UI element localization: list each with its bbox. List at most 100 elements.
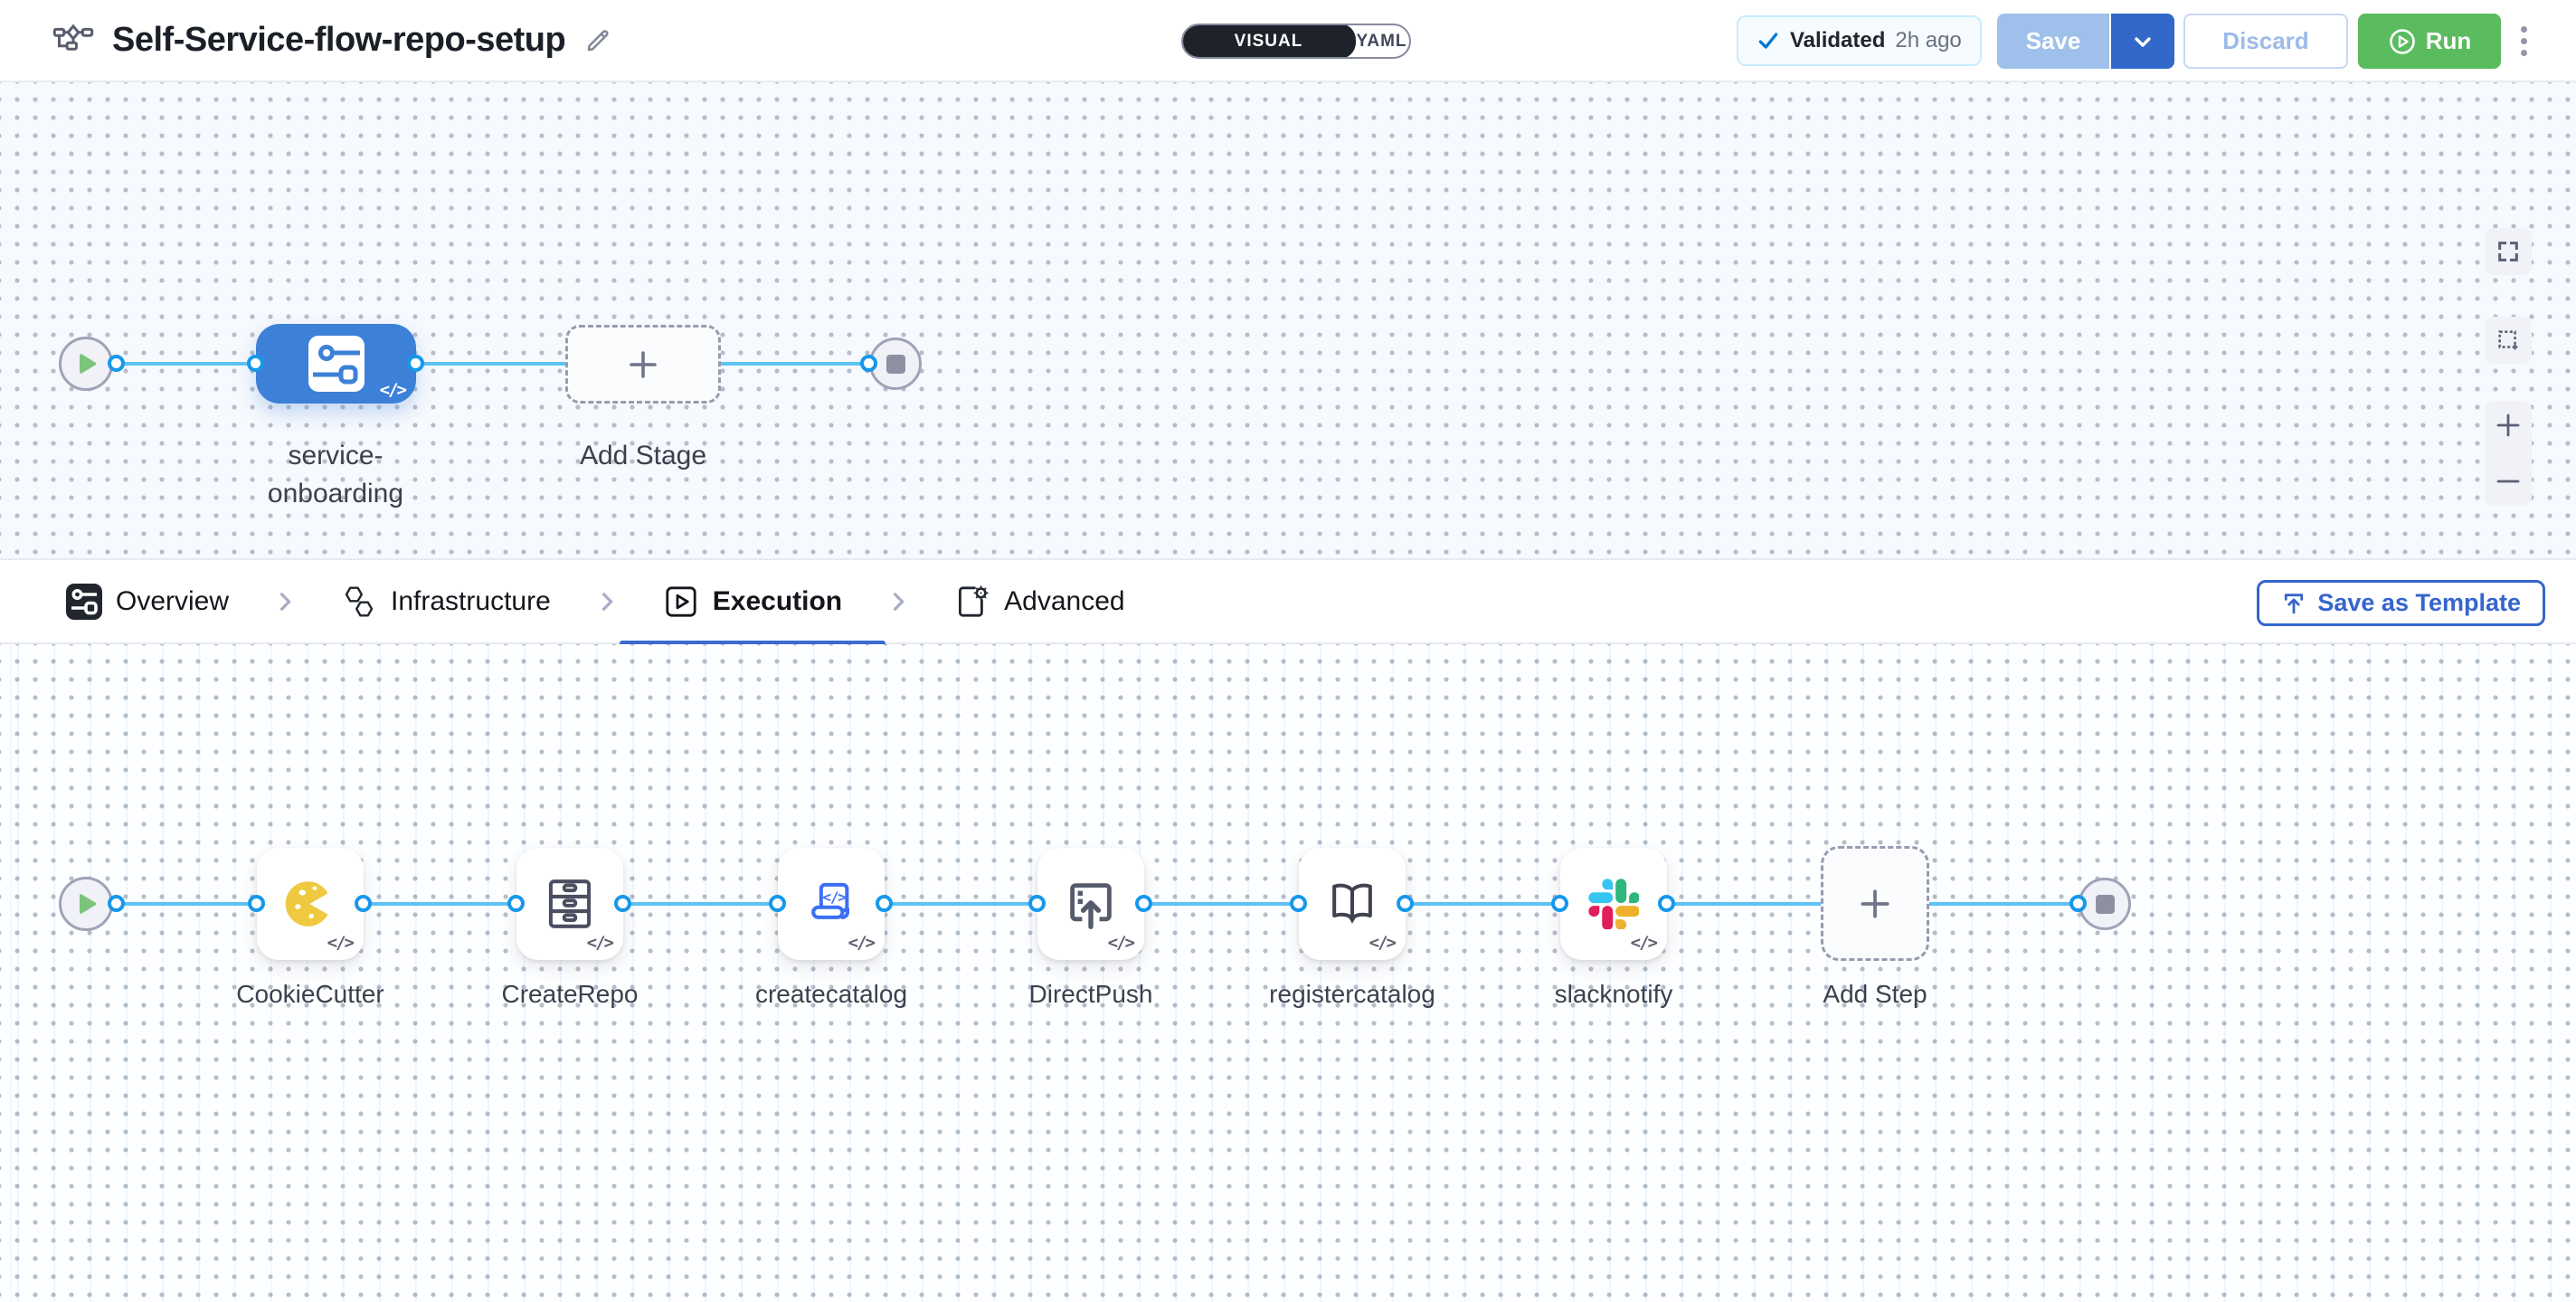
step-label-cookiecutter: CookieCutter [236,980,384,1008]
tab-execution[interactable]: Execution [619,558,886,646]
step-label-directpush: DirectPush [1028,980,1153,1008]
step-node-cookiecutter[interactable]: </> [257,848,364,960]
slack-icon [1588,879,1639,929]
connector-dot[interactable] [860,355,877,372]
connector-dot[interactable] [247,355,264,372]
infrastructure-icon [345,586,374,616]
connector-dot[interactable] [1135,895,1152,912]
save-split-button: Save [1997,14,2174,69]
svg-text:</>: </> [822,889,846,906]
run-button[interactable]: Run [2358,14,2501,69]
execution-start-node[interactable] [59,877,113,931]
tab-infrastructure-label: Infrastructure [391,585,551,616]
chevron-down-icon [2135,36,2151,47]
stage-graph-canvas[interactable]: </> service- onboarding Add Stage [0,82,2576,558]
save-button[interactable]: Save [1997,14,2109,69]
chevron-right-icon [594,589,620,614]
step-node-directpush[interactable]: </> [1037,848,1144,960]
zoom-in-button[interactable] [2495,412,2522,439]
step-node-createcatalog[interactable]: </> </> [778,848,885,960]
title-group: Self-Service-flow-repo-setup [52,0,612,81]
validated-label: Validated [1790,28,1886,52]
catalog-script-icon: </> [811,882,849,919]
advanced-icon [959,584,989,617]
connector-dot[interactable] [769,895,786,912]
step-label-slacknotify: slacknotify [1554,980,1673,1008]
save-options-caret[interactable] [2109,14,2174,69]
stage-start-node[interactable] [59,337,113,391]
add-stage-label: Add Stage [579,441,707,470]
toggle-visual[interactable]: VISUAL [1183,25,1356,57]
connector-dot[interactable] [1397,895,1414,912]
connector-dot[interactable] [507,895,525,912]
page-title: Self-Service-flow-repo-setup [112,21,566,59]
marquee-selection-icon [2498,330,2518,350]
stage-end-node[interactable] [869,337,922,390]
step-code-badge[interactable]: </> [1630,933,1658,953]
start-play-icon [80,354,97,374]
tab-overview[interactable]: Overview [66,558,272,644]
connector-dot[interactable] [1290,895,1307,912]
check-icon [1757,29,1780,52]
connector-dot[interactable] [1551,895,1568,912]
save-as-template-button[interactable]: Save as Template [2257,580,2545,626]
plus-icon [1861,889,1889,918]
zoom-out-button[interactable] [2495,468,2522,495]
connector-dot[interactable] [108,895,125,912]
stage-name-label: service- onboarding [267,441,404,508]
fullscreen-button[interactable] [2485,228,2532,275]
tab-advanced[interactable]: Advanced [911,558,1168,644]
chevron-right-icon [272,589,298,614]
connector-dot[interactable] [108,355,125,372]
step-label-createrepo: CreateRepo [501,980,639,1008]
upload-template-icon [2285,593,2304,613]
connector-dot[interactable] [614,895,631,912]
run-play-icon [2388,27,2417,56]
add-step-label: Add Step [1823,980,1927,1008]
push-upload-icon [1070,883,1112,929]
zoom-controls [2485,401,2532,506]
connector-dot[interactable] [355,895,372,912]
step-code-badge[interactable]: </> [848,933,876,953]
stage-edge-line [86,362,895,366]
stage-code-badge[interactable]: </> [379,380,407,400]
step-node-slacknotify[interactable]: </> [1560,848,1667,960]
add-step-node[interactable] [1821,846,1929,961]
connector-dot[interactable] [2069,895,2087,912]
add-stage-node[interactable] [565,325,721,404]
step-node-registercatalog[interactable]: </> [1299,848,1406,960]
edit-title-pencil-icon[interactable] [583,26,612,55]
connector-dot[interactable] [407,355,424,372]
execution-icon [666,585,696,617]
tab-overview-label: Overview [116,585,230,616]
more-options-kebab-icon[interactable] [2517,21,2531,62]
connector-dot[interactable] [1028,895,1046,912]
stop-square-icon [2095,894,2115,914]
tab-infrastructure[interactable]: Infrastructure [298,558,594,644]
open-book-icon [1332,883,1372,924]
discard-button[interactable]: Discard [2183,14,2348,69]
stage-node-service-onboarding[interactable]: </> [256,324,416,404]
header-actions: Save Discard Run [1997,14,2531,69]
connector-dot[interactable] [1658,895,1675,912]
start-play-icon [80,894,97,914]
execution-graph-canvas[interactable]: </> </> </> </> </> [0,644,2576,1302]
marquee-select-button[interactable] [2485,317,2532,364]
step-label-createcatalog: createcatalog [754,980,908,1008]
stage-config-tab-bar: Overview Infrastructure Execution Advanc… [0,558,2576,646]
validated-time: 2h ago [1895,28,1962,52]
step-code-badge[interactable]: </> [586,933,614,953]
connector-dot[interactable] [248,895,265,912]
step-code-badge[interactable]: </> [1368,933,1397,953]
step-code-badge[interactable]: </> [1107,933,1135,953]
save-as-template-label: Save as Template [2317,589,2521,616]
step-code-badge[interactable]: </> [327,933,355,953]
cookiecutter-icon [285,881,328,927]
run-label: Run [2425,27,2472,54]
chevron-right-icon [886,589,911,614]
connector-dot[interactable] [876,895,893,912]
toggle-yaml[interactable]: YAML [1356,31,1407,51]
step-label-registercatalog: registercatalog [1269,980,1435,1008]
step-node-createrepo[interactable]: </> [516,848,623,960]
validated-badge: Validated 2h ago [1737,15,1982,66]
